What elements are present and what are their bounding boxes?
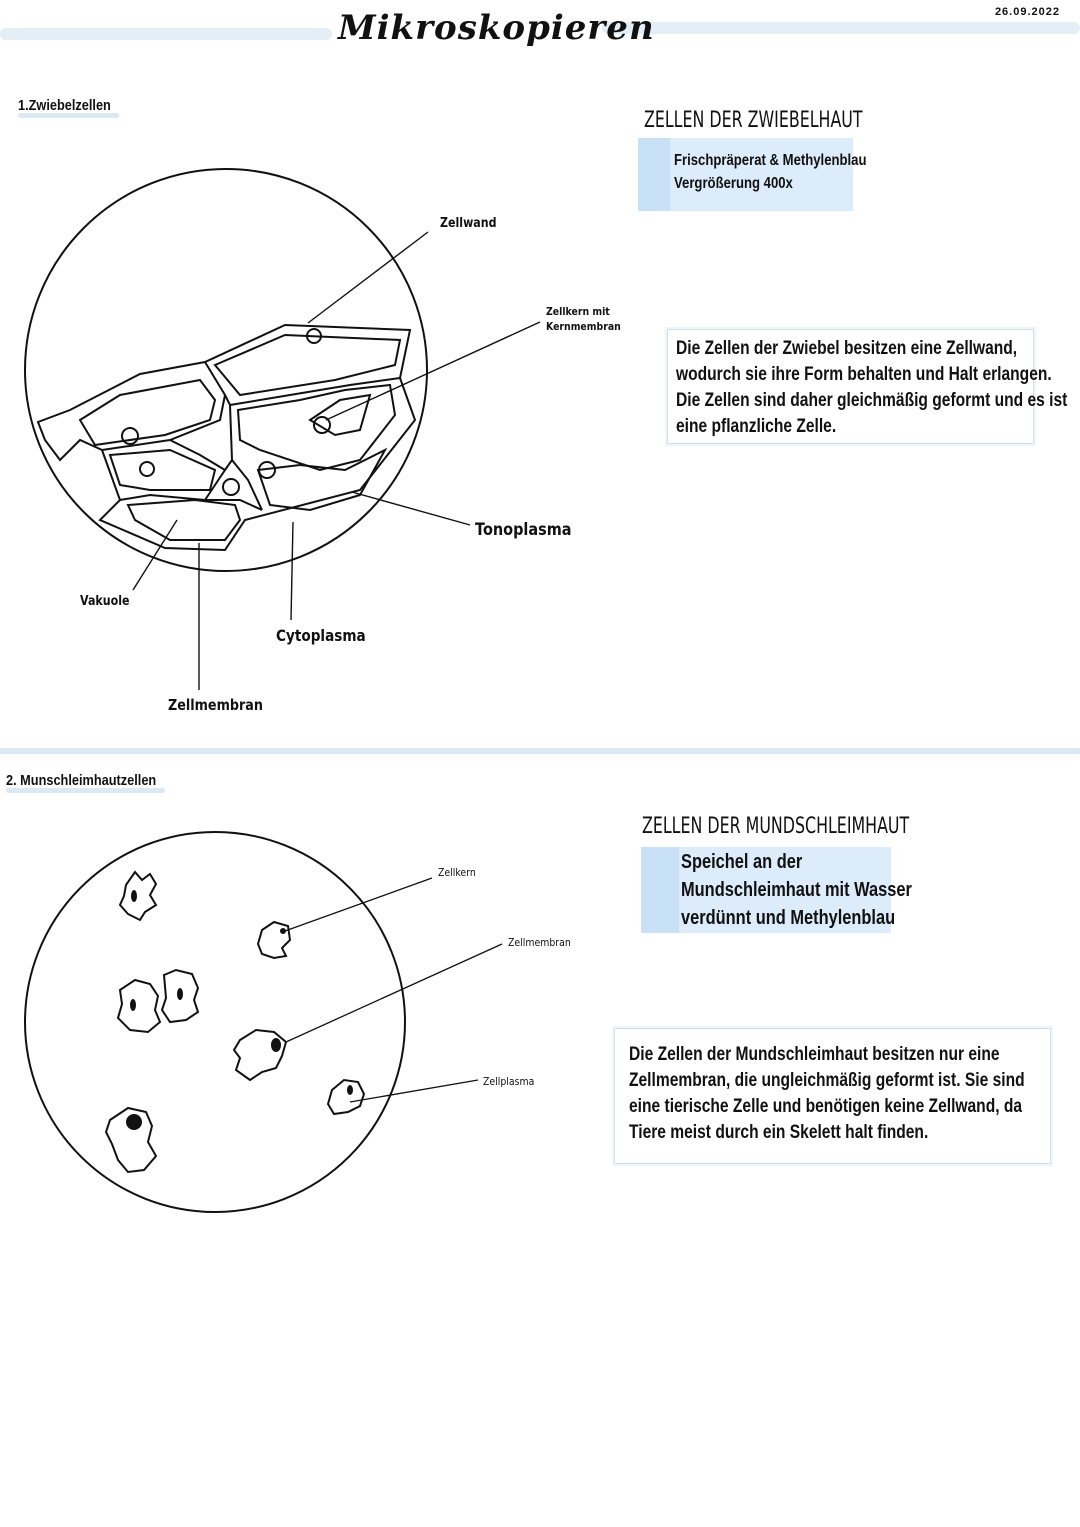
mucosa-cell-6 <box>326 1078 366 1116</box>
section2-heading-text: 2. Munschleimhautzellen <box>6 772 157 789</box>
label-mucosa-zellkern: Zellkern <box>438 866 476 879</box>
page-date: 26.09.2022 <box>994 6 1060 18</box>
section2-info-stripe <box>641 847 679 933</box>
onion-nucleus-6 <box>258 461 276 479</box>
section1-caps-title: ZELLEN DER ZWIEBELHAUT <box>644 108 863 133</box>
onion-inner-cell-1 <box>78 378 217 447</box>
page-title: Mikroskopieren <box>338 8 655 48</box>
section1-description-line-2: wodurch sie ihre Form behalten und Halt … <box>676 364 1052 385</box>
section2-heading: 2. Munschleimhautzellen <box>6 772 165 793</box>
onion-nucleus-5 <box>222 478 240 496</box>
section1-heading: 1.Zwiebelzellen <box>18 97 120 118</box>
mucosa-cell-3 <box>116 978 162 1034</box>
label-zellkern-line-1: Zellkern mit <box>546 305 610 318</box>
onion-microscope-field <box>24 168 428 572</box>
pointer-mucosa-zellkern <box>284 877 433 932</box>
mucosa-nucleus-3 <box>130 999 136 1011</box>
mucosa-cell-2 <box>256 920 292 960</box>
pointer-mucosa-zellplasma <box>349 1079 479 1103</box>
pointer-tonoplasma <box>351 491 471 526</box>
mucosa-nucleus-6 <box>347 1085 353 1095</box>
section1-description-line-1: Die Zellen der Zwiebel besitzen eine Zel… <box>676 338 1018 359</box>
mucosa-microscope-field <box>24 831 406 1213</box>
pointer-zellkern <box>325 321 541 421</box>
section2-description-line-3: eine tierische Zelle und benötigen keine… <box>629 1096 1023 1117</box>
pointer-mucosa-zellmembran <box>285 943 503 1043</box>
mucosa-nucleus-1 <box>131 890 137 902</box>
section2-description-line-2: Zellmembran, die ungleichmäßig geformt i… <box>629 1070 1025 1091</box>
onion-cells-drawing <box>24 168 541 690</box>
section1-description-line-4: eine pflanzliche Zelle. <box>676 416 837 437</box>
mucosa-nucleus-4 <box>177 988 183 1000</box>
section1-heading-text: 1.Zwiebelzellen <box>18 97 111 114</box>
section-divider <box>0 748 1080 754</box>
label-zellkern-line-2: Kernmembran <box>546 320 621 333</box>
section2-info-box <box>641 847 891 933</box>
label-cytoplasma: Cytoplasma <box>276 626 366 645</box>
mucosa-nucleus-7 <box>126 1114 142 1130</box>
section2-heading-underline <box>6 788 165 793</box>
mucosa-cell-1 <box>118 870 158 922</box>
mucosa-nucleus-2 <box>280 928 286 934</box>
label-zellmembran-1: Zellmembran <box>168 696 263 714</box>
section1-info-box <box>638 138 853 211</box>
section1-description-line-3: Die Zellen sind daher gleichmäßig geform… <box>676 390 1068 411</box>
label-zellwand: Zellwand <box>440 216 497 231</box>
onion-inner-cell-6 <box>256 447 388 512</box>
mucosa-cell-7 <box>104 1106 158 1174</box>
mucosa-cell-4 <box>160 968 200 1024</box>
mucosa-cell-5 <box>232 1028 288 1082</box>
onion-inner-cell-2 <box>213 333 402 397</box>
onion-nucleus-4 <box>139 461 155 477</box>
section2-description-line-4: Tiere meist durch ein Skelett halt finde… <box>629 1122 929 1143</box>
pointer-zellwand <box>307 231 429 324</box>
section1-info-stripe <box>638 138 670 211</box>
section1-heading-underline <box>18 113 120 118</box>
title-highlight-right <box>602 22 1080 34</box>
onion-nucleus-3 <box>121 427 139 445</box>
onion-inner-cell-4 <box>108 448 217 491</box>
section1-info-line-1: Frischpräperat & Methylenblau <box>674 152 867 169</box>
section1-description-box <box>667 329 1034 444</box>
onion-inner-cell-5 <box>126 498 242 541</box>
onion-inner-cell-3 <box>236 383 397 472</box>
onion-nucleus-1 <box>306 328 322 344</box>
section2-description-line-1: Die Zellen der Mundschleimhaut besitzen … <box>629 1044 1000 1065</box>
pointer-cytoplasma <box>290 521 294 621</box>
onion-nucleus-2 <box>313 416 331 434</box>
section2-info-line-2: Mundschleimhaut mit Wasser <box>681 879 912 901</box>
label-mucosa-zellplasma: Zellplasma <box>483 1075 535 1088</box>
section2-description-box <box>614 1028 1051 1164</box>
section2-info-line-1: Speichel an der <box>681 851 803 873</box>
section2-info-line-3: verdünnt und Methylenblau <box>681 907 896 929</box>
label-mucosa-zellmembran: Zellmembran <box>508 936 571 949</box>
label-vakuole: Vakuole <box>80 594 130 609</box>
mucosa-nucleus-5 <box>271 1038 281 1052</box>
pointer-vakuole <box>132 519 178 591</box>
label-tonoplasma: Tonoplasma <box>475 520 572 540</box>
section1-info-line-2: Vergrößerung 400x <box>674 175 793 192</box>
section2-caps-title: ZELLEN DER MUNDSCHLEIMHAUT <box>642 814 910 839</box>
title-highlight-left <box>0 28 332 40</box>
